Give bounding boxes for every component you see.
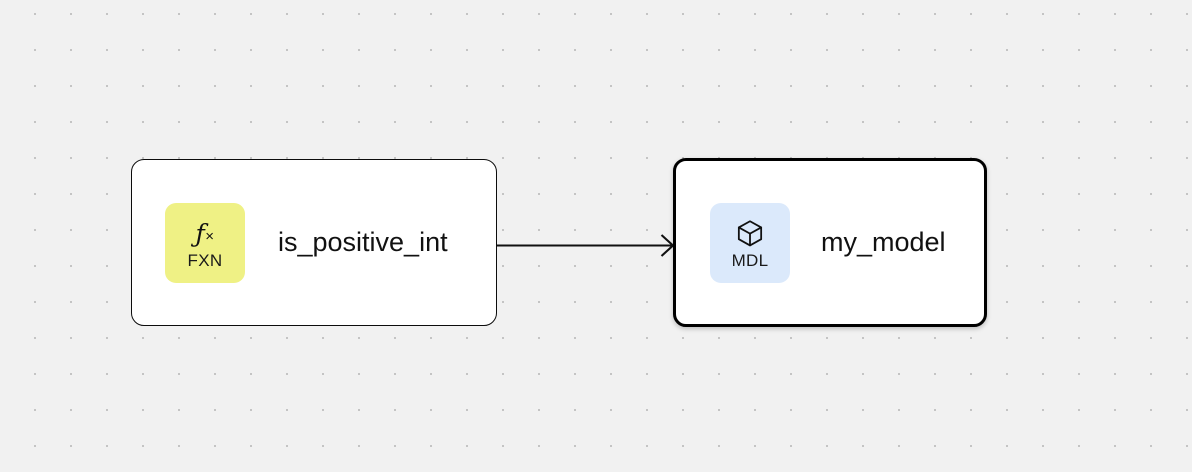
mdl-badge: MDL — [710, 202, 790, 283]
node-is-positive-int[interactable]: ƒ× FXN is_positive_int — [131, 159, 497, 326]
function-icon: ƒ× — [195, 219, 215, 248]
node-title-my-model: my_model — [821, 227, 946, 257]
edge-fxn-to-mdl[interactable] — [497, 234, 675, 257]
mdl-badge-label: MDL — [731, 250, 769, 270]
node-title-is-positive-int: is_positive_int — [278, 227, 448, 257]
fxn-badge: ƒ× FXN — [165, 202, 245, 283]
node-my-model[interactable]: MDL my_model — [673, 158, 987, 327]
fxn-badge-label: FXN — [187, 250, 223, 270]
edge-arrowhead-icon — [660, 234, 675, 257]
cube-icon — [735, 217, 765, 251]
